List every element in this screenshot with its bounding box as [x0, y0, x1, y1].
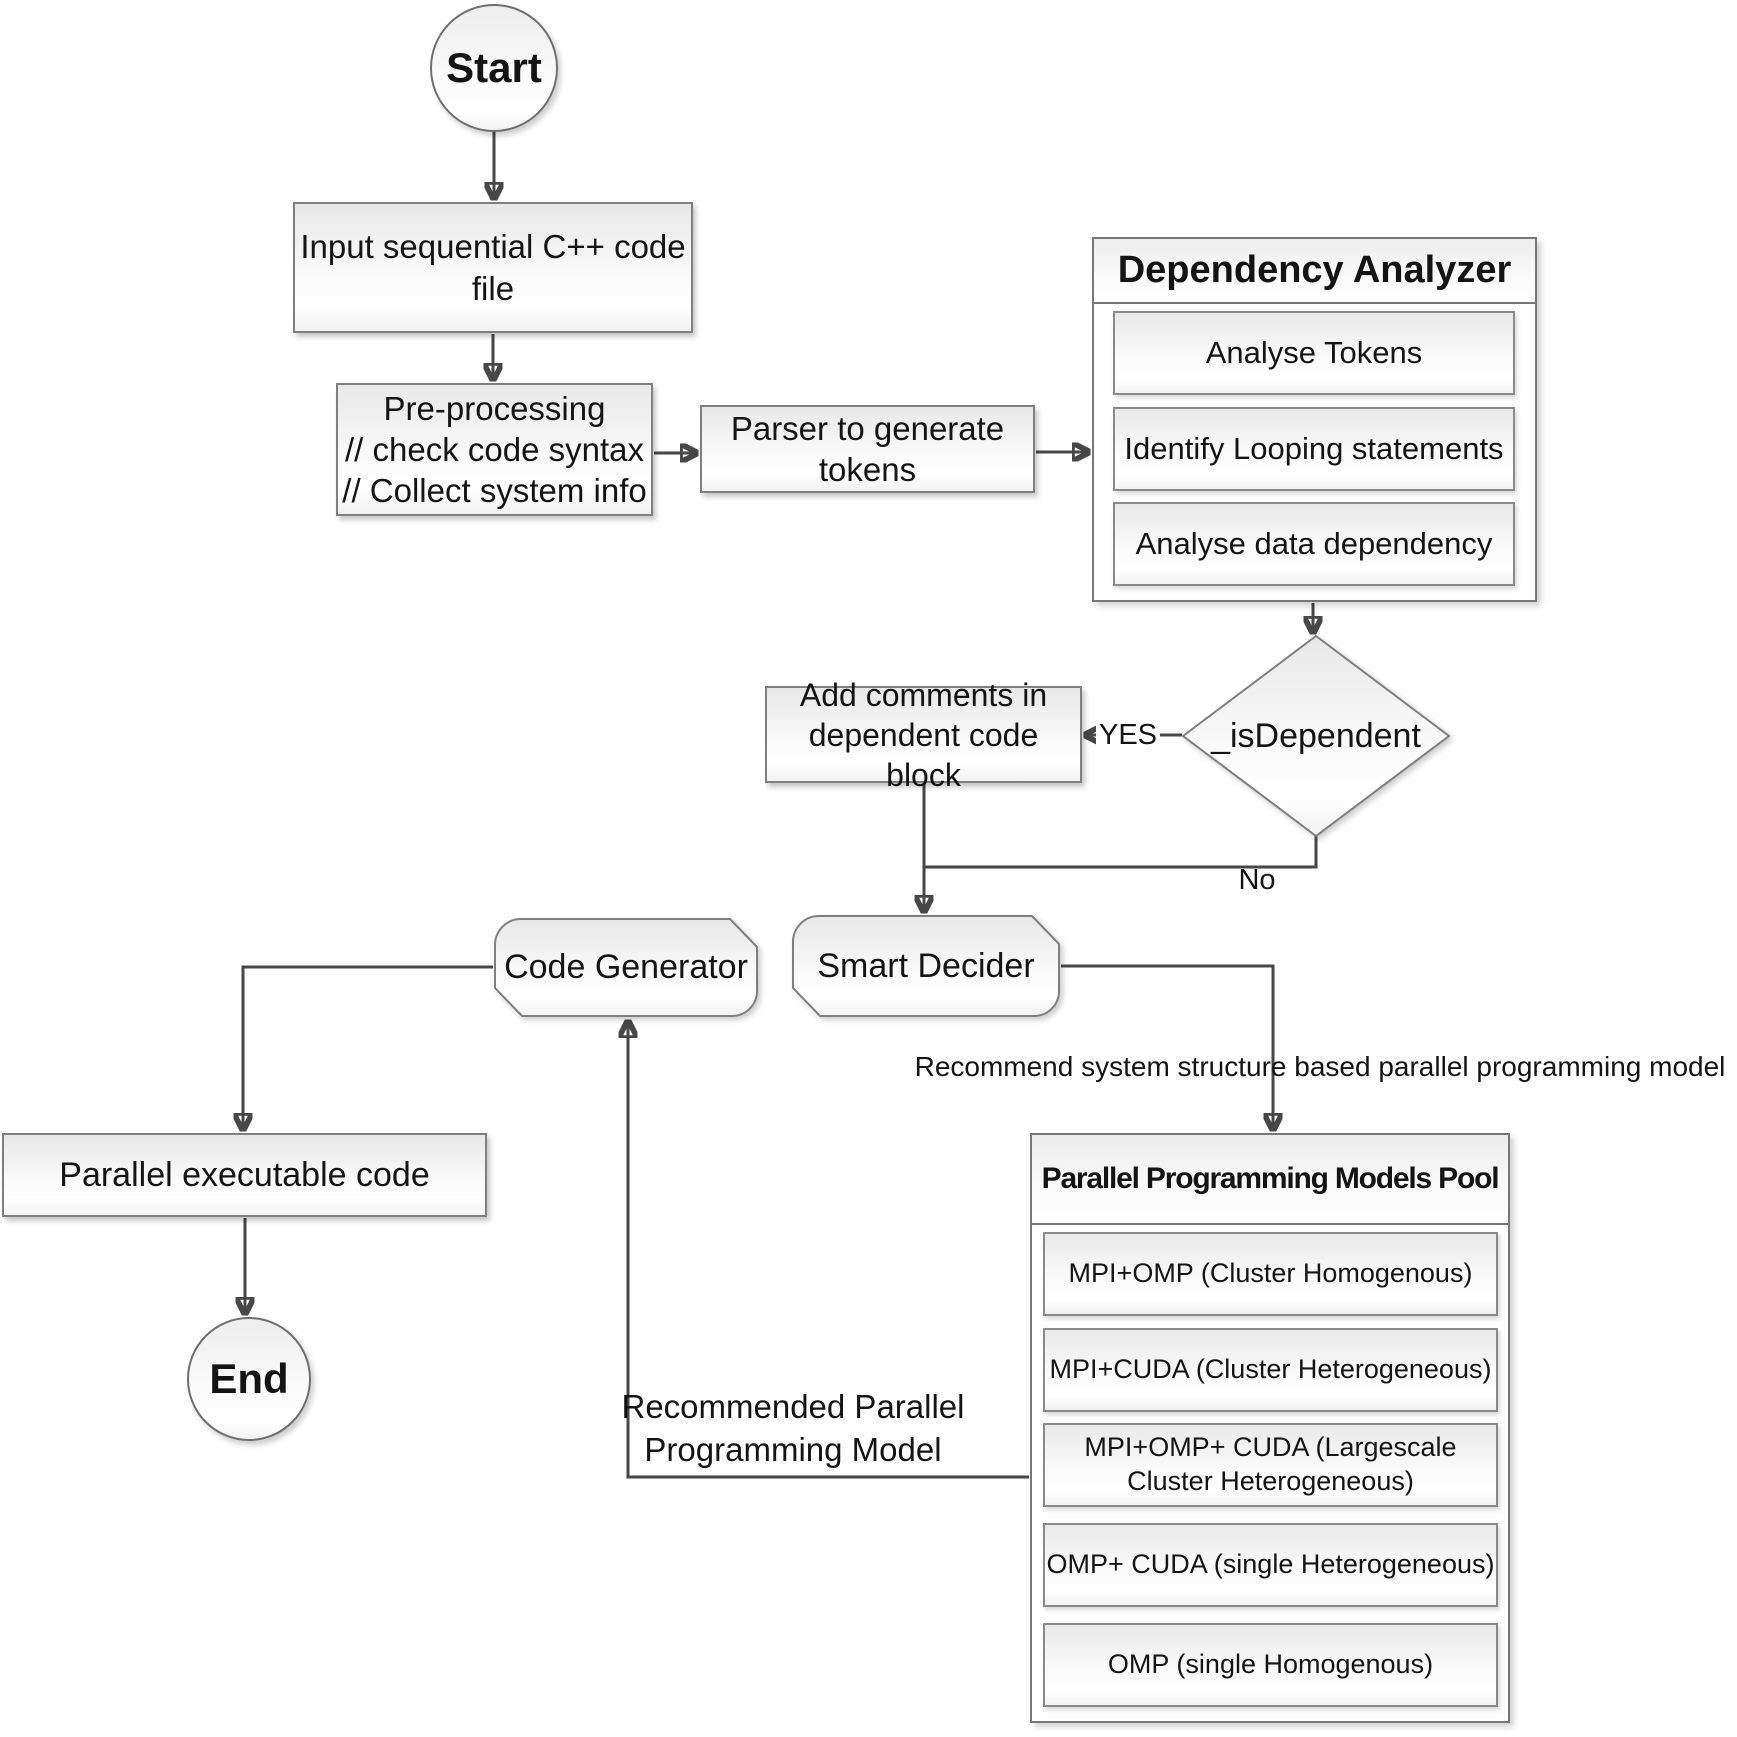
parallel-code-node: Parallel executable code	[2, 1133, 487, 1217]
decision-label: _isDependent	[1211, 716, 1421, 755]
add-comments-node: Add comments in dependent code block	[765, 677, 1082, 793]
edge-label-no: No	[1238, 863, 1276, 896]
edge-smartdecider-to-pool	[1061, 964, 1273, 1129]
decision-node: _isDependent	[1180, 633, 1452, 839]
edge-pool-to-codegenerator	[628, 1022, 1029, 1479]
parser-label: Parser to generate tokens	[730, 409, 1005, 488]
model-label: MPI+OMP (Cluster Homogenous)	[1068, 1258, 1473, 1289]
preprocessing-label: Pre-processing // check code syntax // C…	[342, 389, 647, 510]
analyzer-step-label: Analyse Tokens	[1205, 334, 1423, 370]
model-label: OMP+ CUDA (single Heterogeneous)	[1046, 1549, 1495, 1580]
model-omp: OMP (single Homogenous)	[1043, 1623, 1498, 1707]
model-omp-cuda: OMP+ CUDA (single Heterogeneous)	[1043, 1523, 1498, 1607]
start-label: Start	[446, 43, 542, 91]
end-label: End	[209, 1354, 289, 1402]
code-generator-label: Code Generator	[504, 948, 748, 986]
start-node: Start	[430, 4, 558, 132]
diamond-shape	[1181, 634, 1451, 838]
dependency-analyzer-container: Dependency Analyzer Analyse Tokens Ident…	[1092, 237, 1537, 602]
code-generator-node: Code Generator	[494, 918, 758, 1017]
smart-decider-label: Smart Decider	[817, 946, 1035, 985]
smart-decider-shape	[792, 915, 1060, 1017]
analyzer-step-label: Identify Looping statements	[1124, 430, 1504, 466]
model-mpi-omp-cuda: MPI+OMP+ CUDA (Largescale Cluster Hetero…	[1043, 1423, 1498, 1507]
analyzer-step-label: Analyse data dependency	[1135, 525, 1493, 561]
model-label: MPI+CUDA (Cluster Heterogeneous)	[1049, 1354, 1492, 1385]
analyzer-step-analyse-tokens: Analyse Tokens	[1113, 311, 1515, 395]
input-code-label: Input sequential C++ code file	[300, 228, 686, 307]
preprocessing-node: Pre-processing // check code syntax // C…	[336, 383, 653, 516]
edge-label-recommend-annotation: Recommend system structure based paralle…	[914, 1051, 1726, 1082]
edge-label-yes: YES	[1096, 716, 1160, 754]
edge-label-recommended-model: Recommended Parallel Programming Model	[621, 1388, 965, 1468]
model-mpi-omp: MPI+OMP (Cluster Homogenous)	[1043, 1232, 1498, 1316]
code-generator-shape	[494, 918, 758, 1017]
edge-decision-no-to-junction	[924, 836, 1318, 869]
analyzer-step-identify-loops: Identify Looping statements	[1113, 407, 1515, 491]
parallel-code-label: Parallel executable code	[59, 1155, 430, 1194]
model-mpi-cuda: MPI+CUDA (Cluster Heterogeneous)	[1043, 1328, 1498, 1412]
smart-decider-node: Smart Decider	[792, 915, 1060, 1017]
models-pool-title: Parallel Programming Models Pool	[1032, 1135, 1508, 1225]
analyzer-step-data-dependency: Analyse data dependency	[1113, 502, 1515, 586]
input-code-node: Input sequential C++ code file	[293, 202, 693, 333]
edge-codegenerator-to-parallelcode	[243, 965, 493, 1129]
end-node: End	[187, 1317, 311, 1441]
model-label: OMP (single Homogenous)	[1107, 1649, 1434, 1680]
model-label: MPI+OMP+ CUDA (Largescale Cluster Hetero…	[1084, 1432, 1457, 1496]
dependency-analyzer-title: Dependency Analyzer	[1094, 239, 1535, 304]
add-comments-label: Add comments in dependent code block	[799, 676, 1048, 793]
parser-node: Parser to generate tokens	[700, 405, 1035, 493]
models-pool-container: Parallel Programming Models Pool MPI+OMP…	[1030, 1133, 1510, 1723]
